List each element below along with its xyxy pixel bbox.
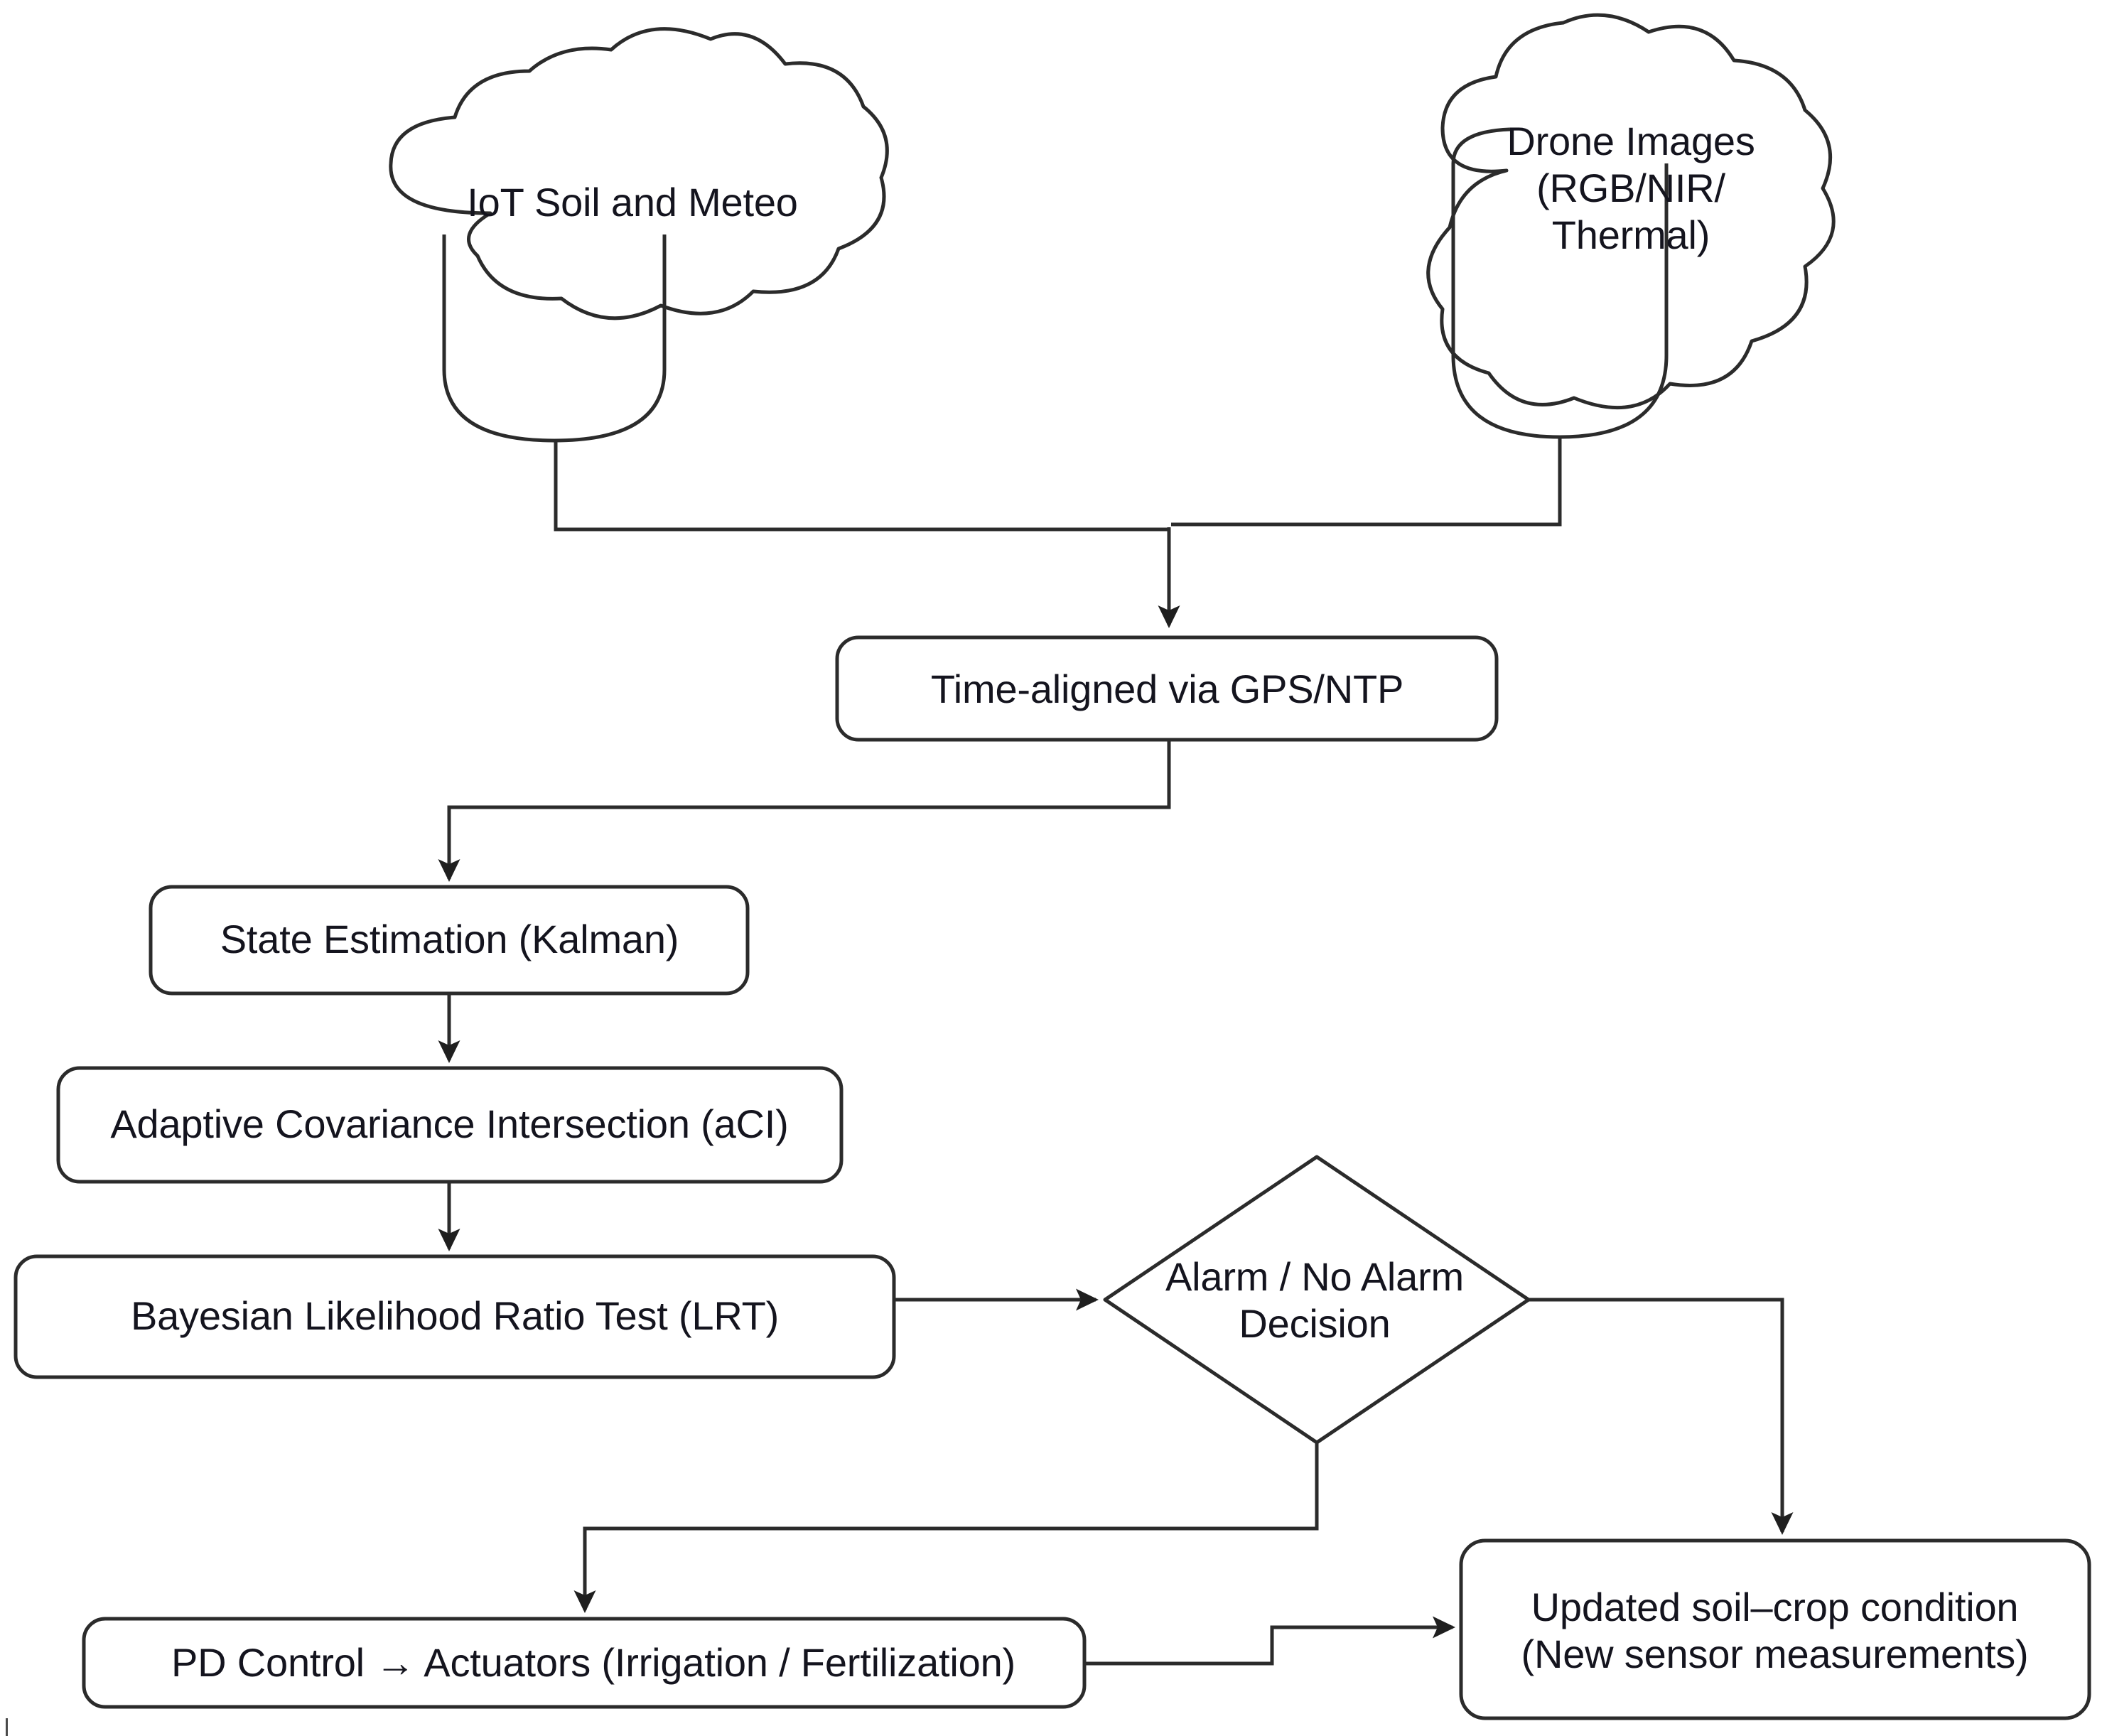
iot-source-shape (389, 27, 889, 443)
edge-decision-to-updated (1529, 1298, 1794, 1536)
drone-source-shape (1426, 13, 1836, 439)
pd-control-box (82, 1617, 1087, 1709)
edge-drone-to-timealign (1171, 437, 1562, 527)
page-corner-mark (6, 1718, 8, 1736)
adaptive-ci-box (56, 1066, 844, 1184)
edge-decision-to-pdcontrol (573, 1443, 1319, 1614)
alarm-decision-diamond (1103, 1155, 1531, 1445)
bayesian-lrt-box (14, 1254, 896, 1379)
time-aligned-box (835, 635, 1499, 742)
edge-pdcontrol-to-updated (1084, 1616, 1456, 1666)
edge-iot-to-timealign (554, 441, 1169, 532)
state-estimation-box (149, 885, 750, 996)
updated-condition-box (1459, 1538, 2091, 1720)
edge-timealign-to-state (438, 740, 1171, 883)
